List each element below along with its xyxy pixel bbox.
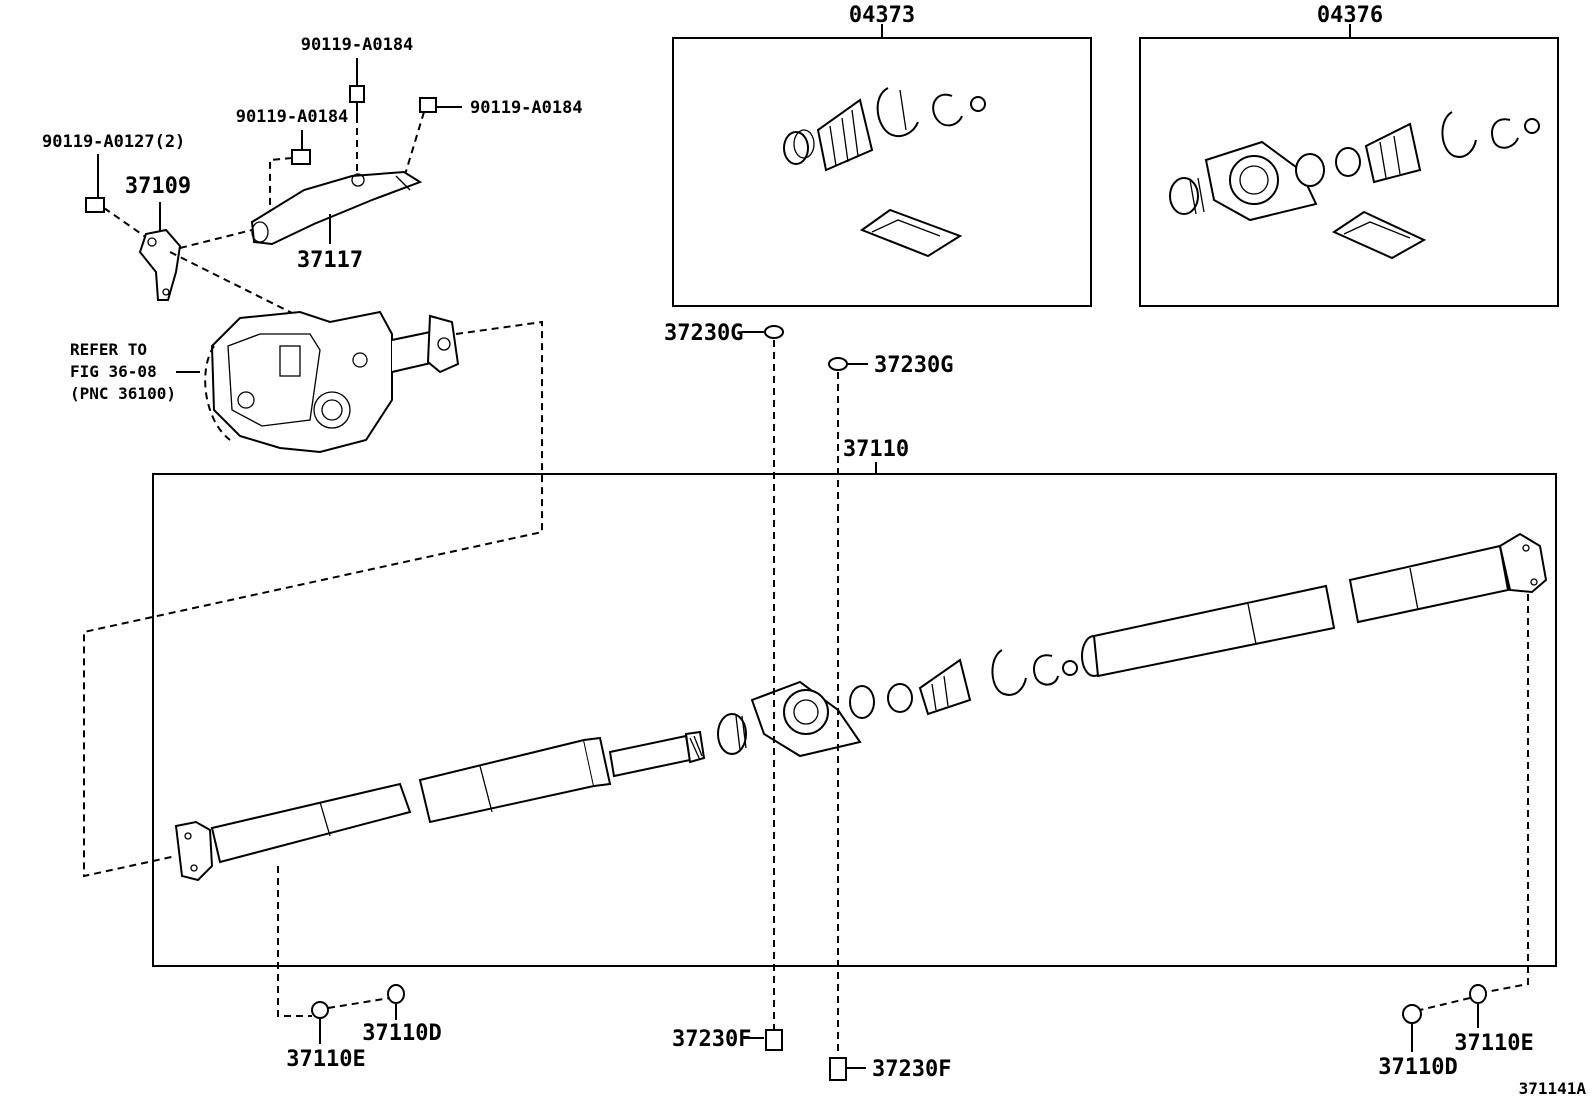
bracket-shape (138, 228, 182, 301)
support-37117[interactable]: 37117 (250, 170, 423, 273)
boot-assembly (918, 649, 1078, 716)
bearing-kit-contents (1169, 111, 1540, 260)
washer-icon (764, 325, 784, 339)
bolt-top-90119-A0184[interactable]: 90119-A0184 (301, 35, 414, 176)
boot-kit-contents (783, 87, 986, 258)
label-rear-washer-e: 37110E (1454, 1031, 1533, 1056)
rear-shaft (1081, 532, 1548, 678)
refer-line3: (PNC 36100) (70, 384, 176, 403)
washer-icon (387, 984, 405, 1004)
label-rear-nut-d: 37110D (1378, 1055, 1457, 1080)
washer-37230G-right[interactable]: 37230G (828, 353, 953, 1054)
leader-front-flange-nuts (277, 866, 312, 1017)
transfer-case-body (210, 310, 393, 454)
bolt-icon (85, 197, 105, 213)
nut-icon (311, 1001, 329, 1019)
label-bolt-right: 90119-A0184 (470, 98, 583, 118)
label-bolt-left: 90119-A0127(2) (42, 132, 185, 152)
bracket-37109[interactable]: 37109 (125, 174, 253, 301)
label-shaft-assy: 37110 (843, 437, 909, 462)
label-washer-g-left: 37230G (664, 321, 743, 346)
leader-bracket-to-case (169, 251, 307, 321)
kit-label-boot: 04373 (849, 3, 915, 28)
kit-box-boot[interactable]: 04373 (672, 3, 1092, 307)
bolt-icon (765, 1029, 783, 1051)
leader-rear-flange-nuts (1485, 594, 1529, 993)
nut-37110D-rear[interactable]: 37110D (1378, 1004, 1458, 1080)
shaft-assembly-37110[interactable]: 37110 (152, 437, 1557, 967)
kit-box-bearing[interactable]: 04376 (1139, 3, 1559, 307)
label-support: 37117 (297, 248, 363, 273)
transfer-case[interactable]: REFER TO FIG 36-08 (PNC 36100) (70, 310, 460, 454)
bolt-icon (349, 85, 365, 103)
bolt-37230F-left[interactable]: 37230F (672, 1027, 783, 1052)
bolt-left-90119-A0127[interactable]: 90119-A0127(2) (42, 132, 185, 241)
bolt-icon (829, 1057, 847, 1081)
leader-case-to-flange (83, 320, 543, 878)
washer-37230G-left[interactable]: 37230G (664, 321, 784, 1030)
support-shape (250, 170, 423, 246)
bolt-icon (419, 97, 437, 113)
refer-line2: FIG 36-08 (70, 362, 157, 381)
washer-37110D-front[interactable]: 37110D (362, 984, 442, 1046)
bolt-mid-90119-A0184[interactable]: 90119-A0184 (236, 107, 349, 226)
rear-flange (1498, 532, 1548, 594)
center-bearing (717, 680, 913, 758)
washer-37110E-rear[interactable]: 37110E (1454, 984, 1534, 1056)
label-bracket: 37109 (125, 174, 191, 199)
refer-line1: REFER TO (70, 340, 147, 359)
label-bolt-top: 90119-A0184 (301, 35, 414, 55)
leader-rear-nut (1419, 997, 1471, 1011)
washer-icon (828, 357, 848, 371)
nut-37110E-front[interactable]: 37110E (286, 1001, 366, 1072)
label-bolt-f-left: 37230F (672, 1027, 751, 1052)
label-bolt-mid: 90119-A0184 (236, 107, 349, 127)
front-shaft (174, 730, 706, 882)
washer-icon (1469, 984, 1487, 1004)
leader-front-washer (327, 997, 391, 1009)
label-front-washer-d: 37110D (362, 1021, 441, 1046)
bolt-icon (291, 149, 311, 165)
kit-label-bearing: 04376 (1317, 3, 1383, 28)
label-bolt-f-right: 37230F (872, 1057, 951, 1082)
label-front-nut-e: 37110E (286, 1047, 365, 1072)
bolt-right-90119-A0184[interactable]: 90119-A0184 (403, 97, 583, 179)
nut-icon (1402, 1004, 1422, 1024)
diagram-id: 371141A (1519, 1079, 1587, 1098)
bolt-37230F-right[interactable]: 37230F (829, 1057, 951, 1082)
label-washer-g-right: 37230G (874, 353, 953, 378)
